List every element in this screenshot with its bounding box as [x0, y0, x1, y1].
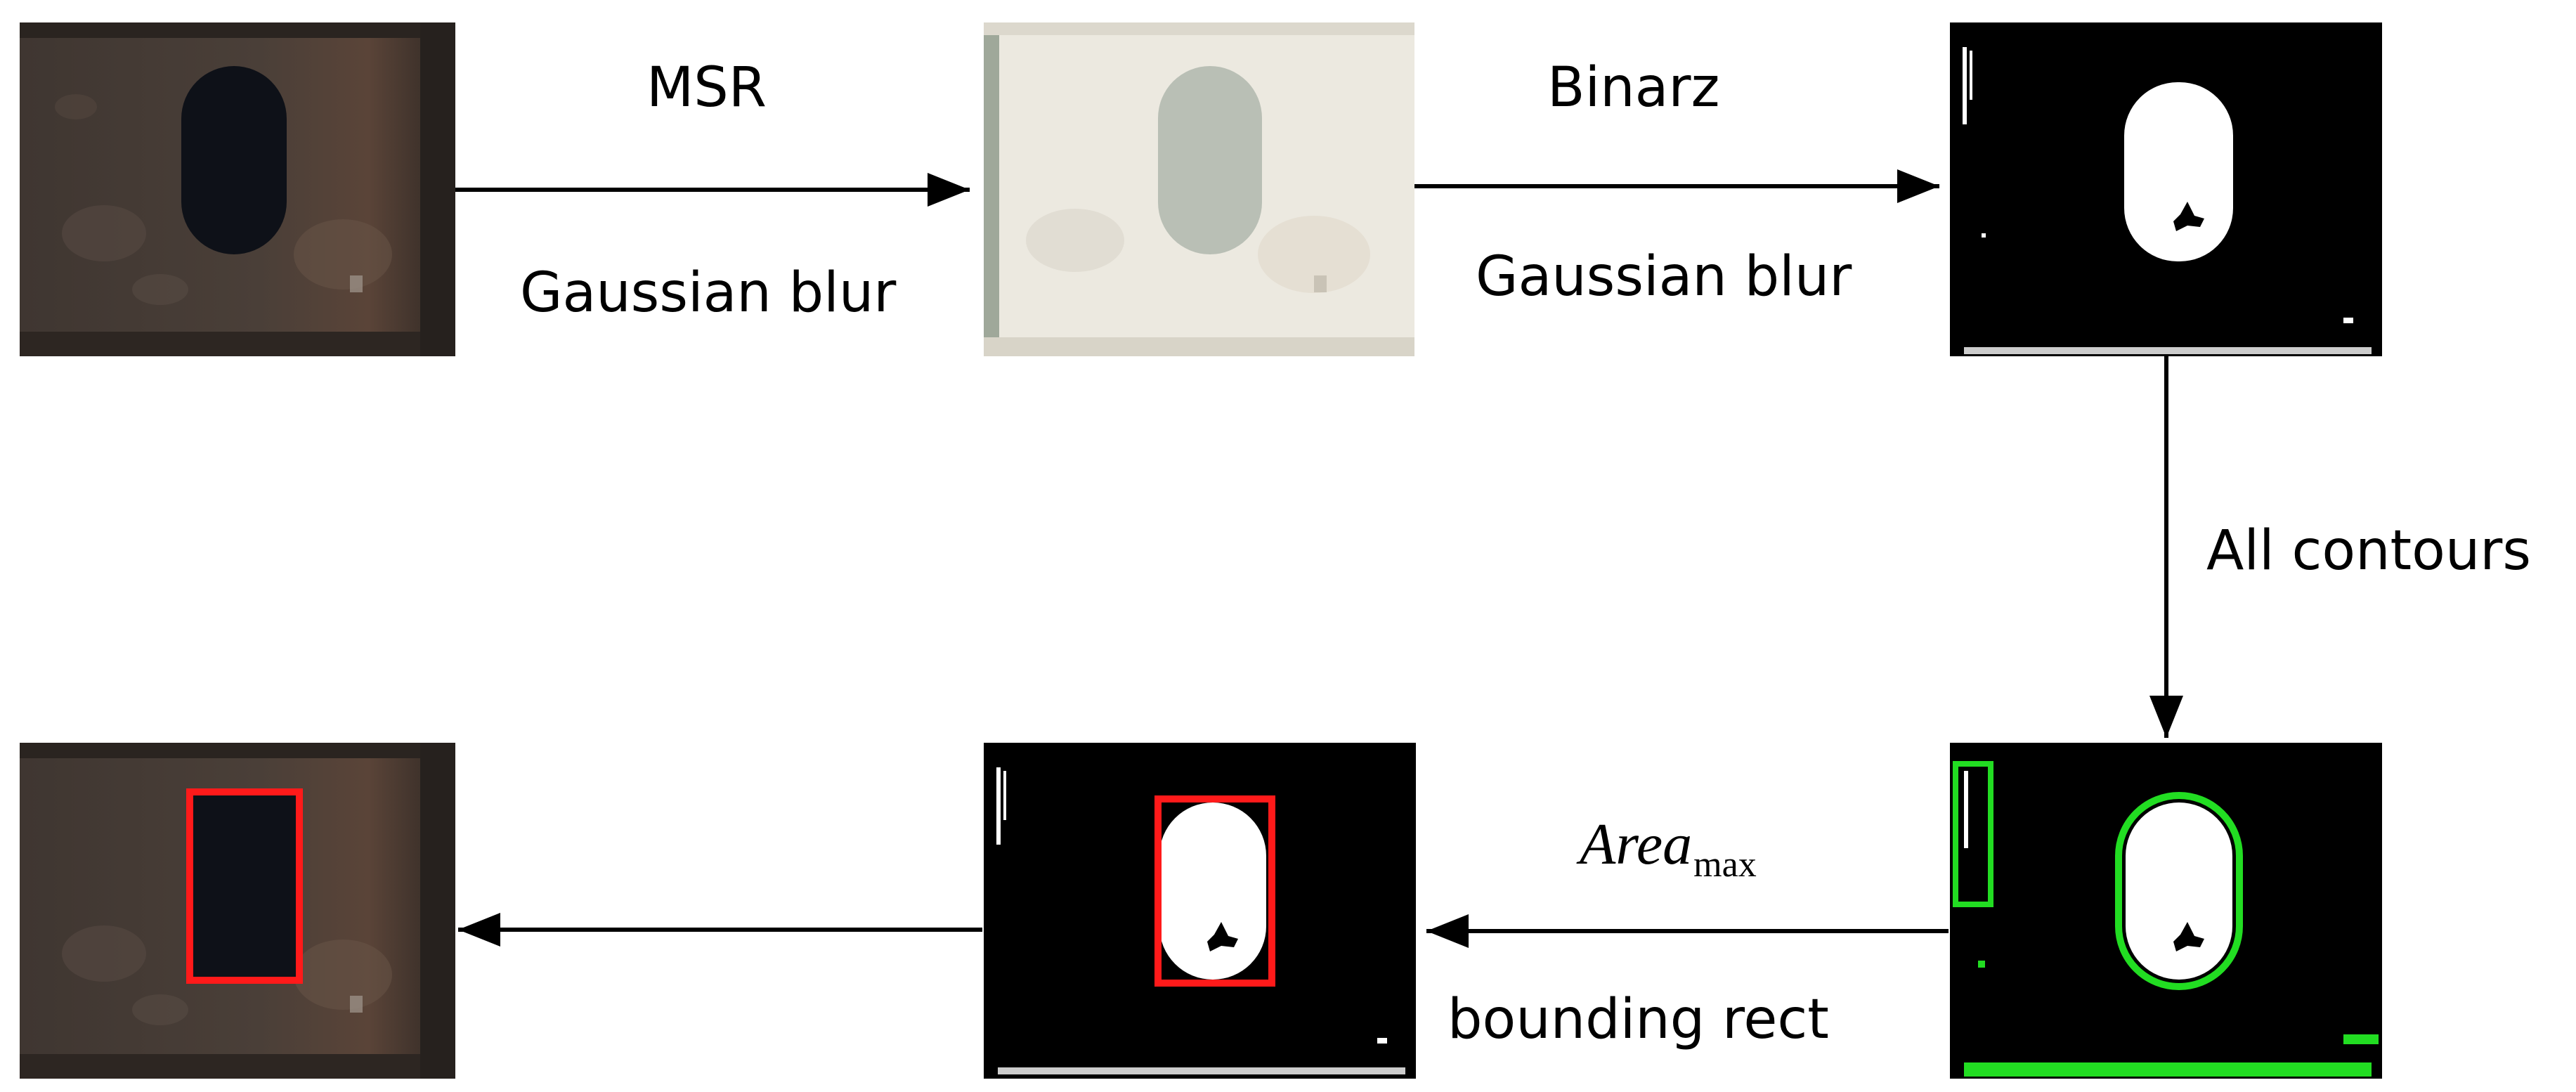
label-all-contours: All contours	[2206, 519, 2531, 583]
binary-image-panel	[1950, 22, 2382, 356]
result-image-panel	[20, 743, 455, 1079]
area-subscript: max	[1693, 845, 1757, 885]
bounding-rectangle	[186, 788, 303, 984]
original-image-panel	[20, 22, 455, 356]
area-variable: Area	[1580, 812, 1693, 877]
hole-shape	[2126, 802, 2232, 980]
hole-shape	[181, 66, 287, 254]
hole-shape	[1159, 802, 1266, 980]
label-bounding-rect: bounding rect	[1448, 988, 1829, 1051]
label-gaussian-blur-1: Gaussian blur	[520, 261, 897, 325]
hole-shape	[2124, 82, 2233, 261]
msr-image-panel	[984, 22, 1414, 356]
contours-image-panel	[1950, 743, 2382, 1079]
label-msr: MSR	[646, 56, 767, 119]
bounding-rectangle	[1154, 795, 1275, 987]
label-binarz: Binarz	[1547, 56, 1720, 119]
hole-shape	[1158, 66, 1262, 254]
label-area-max: Areamax	[1580, 815, 1757, 883]
bounding-rect-image-panel	[984, 743, 1416, 1079]
label-gaussian-blur-2: Gaussian blur	[1476, 245, 1852, 308]
